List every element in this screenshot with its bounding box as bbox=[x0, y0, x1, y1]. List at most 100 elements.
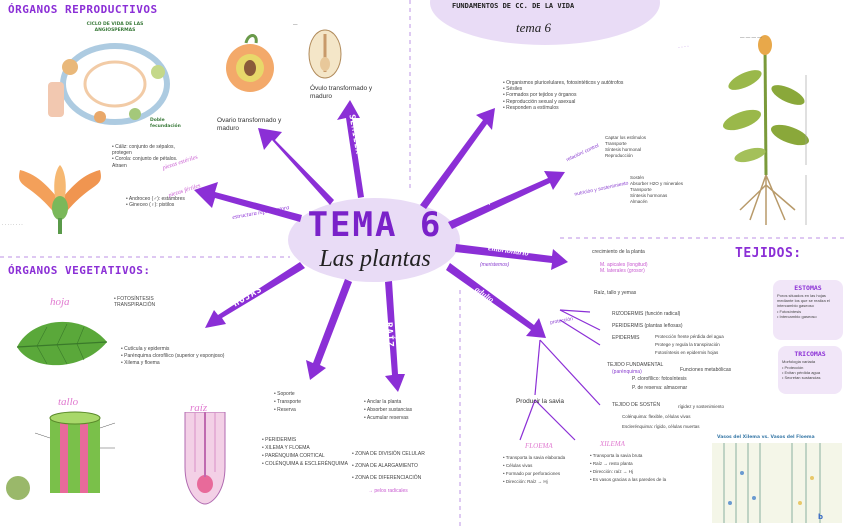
raiz-label: raíz bbox=[190, 402, 208, 414]
perianto-list: • Cáliz: conjunto de sépalos, protegen •… bbox=[112, 144, 182, 169]
tricomas-text: Morfología variada bbox=[782, 359, 816, 364]
tallo-parts: • PERIDERMIS • XILEMA Y FLOEMA • PARÉNQU… bbox=[262, 436, 352, 468]
estomas-item: • Fotosíntesis bbox=[777, 309, 802, 314]
cycle-label: Doble fecundación bbox=[150, 118, 181, 129]
caracteristicas-item: • Sésiles bbox=[503, 86, 523, 93]
tricomas-item: • Evitan pérdida agua bbox=[782, 370, 821, 375]
epidermis-item: Protección frente pérdida del agua bbox=[655, 334, 724, 339]
perianto-item: • Cáliz: conjunto de sépalos, protegen bbox=[112, 144, 175, 157]
arrow-tallo bbox=[306, 279, 352, 380]
xilema-item: • Raíz → resto planta bbox=[590, 461, 633, 466]
vasos-illustration bbox=[712, 443, 842, 523]
perianto-item: • Corola: conjunto de pétalos. Atraen bbox=[112, 156, 178, 169]
flower-illustration bbox=[10, 160, 110, 235]
estomas-box: ESTOMAS Poros situados en las hojas medi… bbox=[773, 280, 843, 340]
arrow-raiz bbox=[385, 281, 405, 392]
embrionario-extra: Raíz, tallo y yemas bbox=[594, 290, 637, 296]
sosten-item: rígidez y sostenimiento bbox=[678, 404, 725, 409]
arrow-adulto bbox=[446, 263, 546, 338]
caracteristicas-item: • Responden a estímulos bbox=[503, 104, 559, 111]
fundamental-title: TEJIDO FUNDAMENTAL bbox=[607, 362, 664, 368]
fundamental-sub: (parénquima) bbox=[612, 369, 642, 375]
hojas-functions: • FOTOSÍNTESIS TRANSPIRACIÓN bbox=[114, 296, 194, 308]
embrionario-item: M. apicales (longitud) bbox=[600, 262, 648, 268]
arrow-flor bbox=[194, 182, 302, 222]
epidermis-item: Fotosíntesis en epidermis hojas bbox=[655, 350, 719, 355]
xilema-item: • Transporta la savia bruta bbox=[590, 453, 643, 458]
plant-illustration bbox=[710, 25, 825, 230]
header-line1: FUNDAMENTOS DE CC. DE LA VIDA bbox=[452, 2, 575, 10]
arrow-fruto bbox=[258, 128, 334, 205]
tallo-label: tallo bbox=[58, 396, 79, 408]
seed-tick: — bbox=[293, 22, 298, 27]
page-mark: b bbox=[818, 513, 824, 521]
hoja-label: hoja bbox=[50, 296, 70, 308]
estomas-item: • Intercambio gaseoso bbox=[777, 314, 817, 319]
funciones-item: Transporte bbox=[605, 141, 627, 146]
funciones-item: Transporte bbox=[630, 187, 652, 192]
tallo-part: • PERIDERMIS bbox=[262, 437, 297, 443]
funciones-group1: Captar los estímulos Transporte Síntesis… bbox=[605, 135, 675, 159]
xilema-item: • Dirección: raíz → Hj bbox=[590, 469, 633, 474]
fundamental-item: P. clorofílico: fotosíntesis bbox=[632, 376, 687, 382]
caracteristicas-item: • Organismos pluricelulares, fotosintéti… bbox=[503, 80, 624, 86]
cycle-title: CICLO DE VIDA DE LAS ANGIOSPERMAS bbox=[86, 22, 144, 33]
xilema-item: • Es vasos gracias a las paredes de la bbox=[590, 477, 667, 482]
fruto-text: Ovario transformado y maduro bbox=[217, 117, 282, 132]
arrow-label-raiz: RAÍZ bbox=[382, 321, 395, 349]
raiz-zones: • ZONA DE DIVISIÓN CELULAR • ZONA DE ALA… bbox=[352, 448, 452, 484]
funciones-item: Captar los estímulos bbox=[605, 135, 647, 140]
leaf-illustration bbox=[12, 312, 112, 377]
tallo-item: • Reserva bbox=[274, 407, 296, 413]
tallo-part: • COLÉNQUIMA & ESCLERÉNQUIMA bbox=[262, 461, 348, 467]
funciones-item: Sostén bbox=[630, 175, 645, 180]
tallo-item: • Soporte bbox=[274, 391, 295, 397]
proteccion-item: EPIDERMIS bbox=[612, 335, 640, 341]
section-title-reproductivos: ÓRGANOS REPRODUCTIVOS bbox=[8, 3, 158, 16]
tallo-part: • XILEMA Y FLOEMA bbox=[262, 445, 310, 451]
hojas-part: • Parénquima clorofílico (superior y esp… bbox=[121, 353, 225, 359]
plant-caption: — — — — bbox=[740, 35, 762, 40]
fertiles-item: • Gineceo (♀): pistilos bbox=[126, 202, 175, 209]
hojas-part: • Xilema y floema bbox=[121, 360, 160, 366]
funciones-group2: Sostén Absorber H2O y minerales Transpor… bbox=[630, 175, 710, 205]
estomas-title: ESTOMAS bbox=[794, 284, 822, 292]
tricomas-box: TRICOMAS Morfología variada • Protección… bbox=[778, 346, 842, 394]
sosten-item: Esclerénquima: rígido, células muertas bbox=[622, 424, 700, 429]
arrow-semilla bbox=[337, 100, 364, 198]
hojas-item: • FOTOSÍNTESIS bbox=[114, 296, 154, 302]
header-line2: tema 6 bbox=[516, 20, 552, 35]
epidermis-item: Protege y regula la transpiración bbox=[655, 342, 720, 347]
tricomas-title: TRICOMAS bbox=[794, 350, 826, 358]
tricomas-item: • Protección bbox=[782, 365, 804, 370]
caracteristicas-item: • Formados por tejidos y órganos bbox=[503, 92, 577, 99]
xilema-label: XILEMA bbox=[600, 440, 625, 448]
floema-item: • Dirección: Raíz → Hj bbox=[503, 479, 548, 484]
arrow-funciones bbox=[448, 171, 565, 229]
hojas-part: • Cutícula y epidermis bbox=[121, 346, 170, 352]
cycle-diagram bbox=[40, 22, 190, 137]
fertiles-item: • Androceo (♂): estambres bbox=[126, 196, 185, 202]
floema-item: • Células vivas bbox=[503, 463, 533, 468]
section-title-tejidos: TEJIDOS: bbox=[735, 246, 802, 261]
seed-illustration bbox=[300, 22, 350, 82]
floema-item: • Formado por perforaciones bbox=[503, 471, 561, 476]
fundamental-item: P. de reserva: almacenar bbox=[632, 385, 688, 391]
epidermis-list: Protección frente pérdida del agua Prote… bbox=[655, 333, 765, 357]
section-title-vegetativos: ÓRGANOS VEGETATIVOS: bbox=[8, 264, 151, 277]
hojas-parts: • Cutícula y epidermis • Parénquima clor… bbox=[121, 346, 231, 367]
xilema-list: • Transporta la savia bruta • Raíz → res… bbox=[590, 452, 700, 484]
tallo-functions: • Soporte • Transporte • Reserva bbox=[274, 390, 344, 414]
center-blob bbox=[288, 198, 460, 282]
sosten-title: TEJIDO DE SOSTÉN bbox=[612, 402, 661, 408]
semilla-text: Óvulo transformado y maduro bbox=[310, 85, 373, 100]
floema-item: • Transporta la savia elaborada bbox=[503, 455, 566, 460]
center-subtitle: Las plantas bbox=[319, 246, 431, 272]
embrionario-sub: (meristemos) bbox=[480, 262, 510, 268]
conductor-text: Producir la savia bbox=[515, 398, 565, 405]
fruit-illustration bbox=[218, 28, 278, 98]
tallo-part: • PARÉNQUIMA CORTICAL bbox=[262, 453, 325, 459]
raiz-item: • Acumular reservas bbox=[364, 415, 409, 421]
raiz-item: • Anclar la planta bbox=[364, 399, 402, 405]
